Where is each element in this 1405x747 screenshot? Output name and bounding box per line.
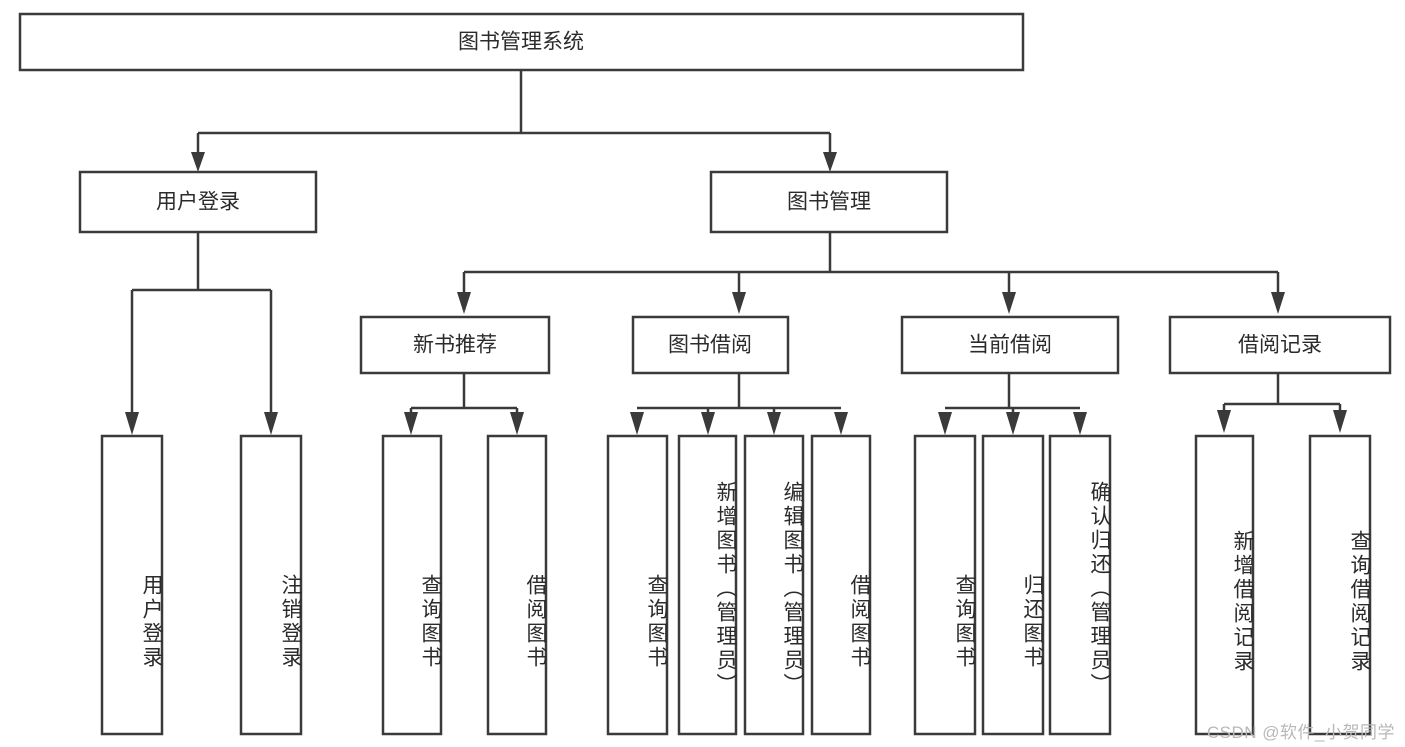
arrowhead-leaf-edit-book [767, 412, 781, 435]
node-book-borrow[interactable] [631, 315, 790, 375]
arrowhead-leaf-add-record [1217, 410, 1231, 433]
arrowhead-book-management [823, 152, 837, 172]
arrowhead-leaf-borrow-book-1 [510, 412, 524, 435]
node-leaf-query-record[interactable] [1308, 434, 1372, 736]
node-user-login[interactable] [78, 170, 318, 234]
node-leaf-user-login[interactable] [100, 434, 164, 736]
node-leaf-borrow-book-2[interactable] [810, 434, 872, 736]
arrowhead-leaf-query-book-2 [630, 412, 644, 435]
node-borrow-record-label: 借阅记录 [1238, 334, 1322, 357]
node-leaf-confirm-return[interactable] [1048, 434, 1112, 736]
node-book-borrow-label: 图书借阅 [668, 334, 752, 357]
arrowhead-new-book-recommend [457, 292, 471, 314]
arrowhead-leaf-user-login [125, 412, 139, 435]
arrowhead-borrow-record [1271, 292, 1285, 314]
node-borrow-record[interactable] [1168, 315, 1392, 375]
nodes-layer: 图书管理系统 用户登录 图书管理 新书推荐 图书借阅 当前借阅 借阅记录 [18, 12, 1392, 736]
node-new-book-recommend[interactable] [359, 315, 551, 375]
watermark: CSDN @软件_小贺同学 [1206, 723, 1395, 742]
node-current-borrow-label: 当前借阅 [968, 334, 1052, 357]
node-leaf-edit-book[interactable] [743, 434, 805, 736]
node-leaf-query-book-2[interactable] [606, 434, 669, 736]
arrowhead-leaf-query-book-3 [938, 412, 952, 435]
node-book-management[interactable] [709, 170, 949, 234]
node-new-book-recommend-label: 新书推荐 [413, 334, 497, 357]
arrowhead-current-borrow [1002, 292, 1016, 314]
arrowhead-user-login [191, 152, 205, 172]
node-leaf-query-book-3[interactable] [913, 434, 977, 736]
node-leaf-return-book[interactable] [981, 434, 1045, 736]
node-root-label: 图书管理系统 [458, 31, 584, 54]
arrowhead-leaf-confirm-return [1073, 412, 1087, 435]
node-root[interactable] [18, 12, 1025, 72]
arrowhead-leaf-logout-login [264, 412, 278, 435]
connectors-layer [125, 70, 1347, 435]
arrowhead-leaf-query-record [1333, 410, 1347, 433]
node-leaf-borrow-book-1[interactable] [486, 434, 548, 736]
arrowhead-leaf-return-book [1006, 412, 1020, 435]
node-leaf-add-book[interactable] [677, 434, 738, 736]
arrowhead-leaf-borrow-book-2 [834, 412, 848, 435]
node-leaf-logout-login[interactable] [239, 434, 303, 736]
node-leaf-query-book-1[interactable] [381, 434, 443, 736]
arrowhead-leaf-query-book-1 [404, 412, 418, 435]
node-user-login-label: 用户登录 [156, 191, 240, 214]
node-leaf-add-record[interactable] [1194, 434, 1255, 736]
arrowhead-book-borrow [732, 292, 746, 314]
node-current-borrow[interactable] [900, 315, 1120, 375]
node-book-management-label: 图书管理 [787, 191, 871, 214]
arrowhead-leaf-add-book [701, 412, 715, 435]
